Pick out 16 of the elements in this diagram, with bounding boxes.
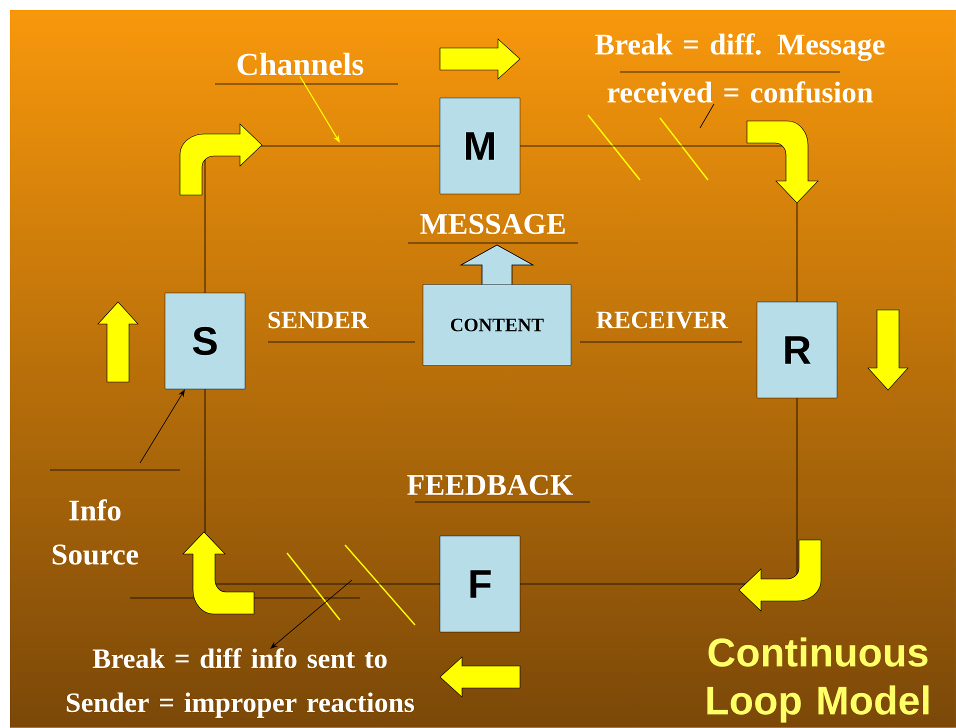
text-label: Channels (238, 52, 364, 76)
letter-box: F (440, 536, 520, 632)
letter-box: R (756, 302, 838, 398)
model-title: Continuous Loop Model (707, 637, 928, 723)
leader-line (700, 104, 714, 128)
text-label: Break = diff. Message received = confusion (595, 33, 885, 103)
text-label: Info Source (52, 499, 138, 565)
text-label: FEEDBACK (407, 474, 574, 496)
text-label: RECEIVER (596, 312, 728, 328)
text-label: SENDER (268, 312, 369, 328)
content-box: CONTENT (422, 244, 572, 366)
letter-box: S (164, 292, 246, 390)
text-label: MESSAGE (420, 214, 565, 234)
leader-line (270, 580, 352, 649)
text-label: Break = diff info sent to Sender = improper reactions (66, 648, 414, 718)
letter-box: M (440, 98, 520, 194)
